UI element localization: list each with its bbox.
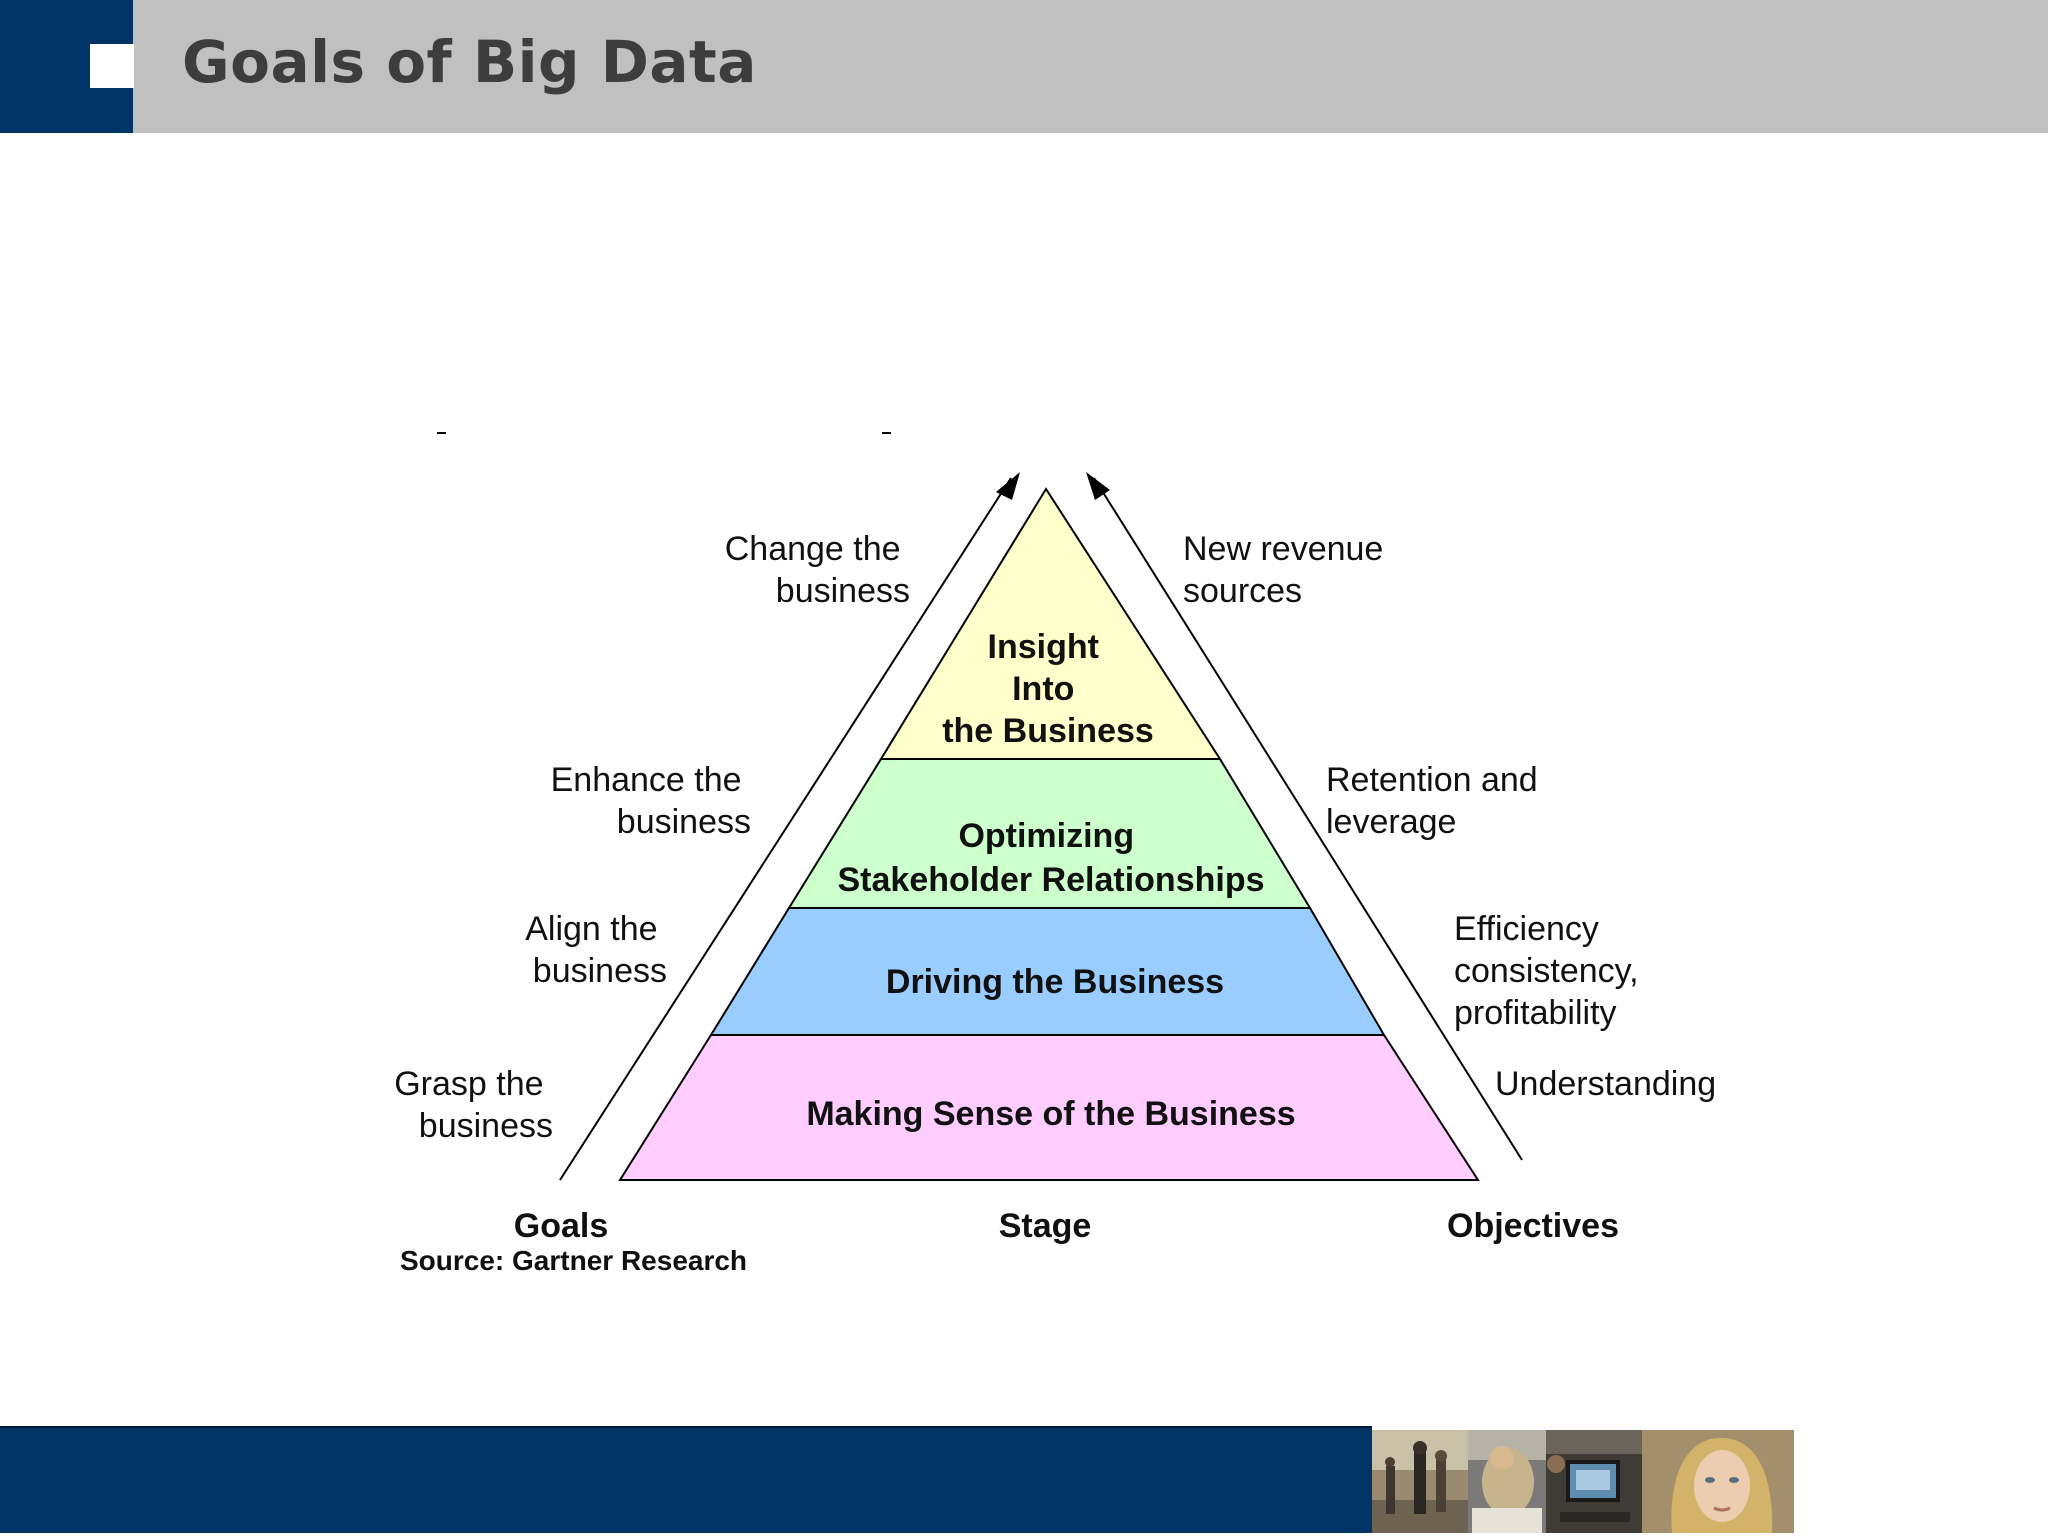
goal-label-grasp: Grasp the business — [394, 1065, 553, 1145]
stage-label-making-sense: Making Sense of the Business — [806, 1095, 1295, 1133]
header-accent-block — [0, 0, 134, 133]
goals-arrowhead-icon — [996, 472, 1020, 500]
slide-header: Goals of Big Data — [0, 0, 2048, 133]
axis-label-goals: Goals — [514, 1207, 608, 1245]
objective-label-understanding: Understanding — [1495, 1065, 1716, 1103]
axis-label-stage: Stage — [999, 1207, 1092, 1245]
goal-label-enhance: Enhance the business — [551, 761, 751, 841]
objective-label-efficiency: Efficiency consistency, profitability — [1454, 910, 1648, 1032]
header-square-icon — [90, 44, 134, 88]
source-citation: Source: Gartner Research — [400, 1245, 747, 1276]
objective-label-revenue: New revenue sources — [1183, 530, 1393, 610]
goal-label-change: Change the business — [725, 530, 910, 610]
photo-panel-commuters — [1372, 1430, 1468, 1533]
objective-label-retention: Retention and leverage — [1326, 761, 1547, 841]
stage-label-driving: Driving the Business — [886, 963, 1224, 1001]
stage-label-optimizing: Optimizing Stakeholder Relationships — [838, 817, 1265, 899]
footer-bar — [0, 1426, 1372, 1533]
goals-arrow — [559, 477, 1012, 1181]
photo-panel-portrait — [1642, 1430, 1794, 1533]
stage-label-insight: Insight Into the Business — [942, 628, 1154, 750]
objectives-arrow — [1093, 477, 1523, 1161]
photo-panel-office-worker — [1468, 1430, 1546, 1533]
goal-label-align: Align the business — [525, 910, 667, 990]
axis-label-objectives: Objectives — [1447, 1207, 1619, 1245]
photo-panel-computer — [1546, 1430, 1642, 1533]
footer-photo-strip — [1372, 1430, 1794, 1533]
slide-title: Goals of Big Data — [182, 28, 757, 96]
objectives-arrowhead-icon — [1086, 472, 1110, 500]
stage-layer-making-sense — [618, 1034, 1480, 1181]
